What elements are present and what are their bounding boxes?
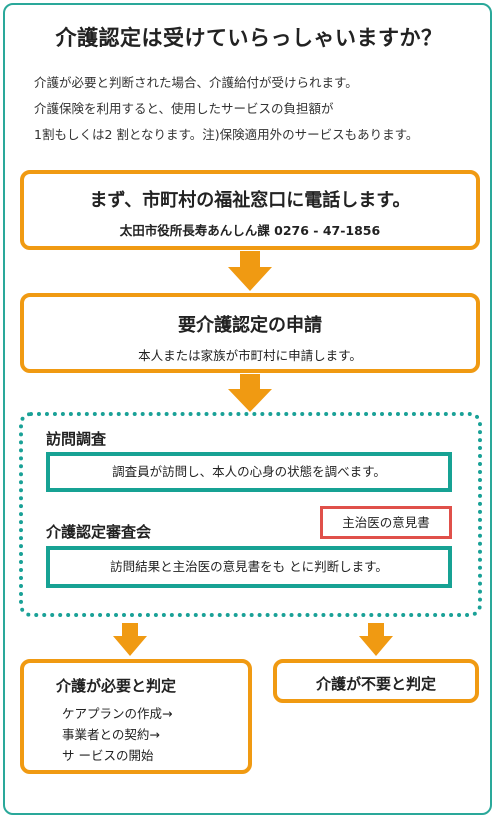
application-text: 本人または家族が市町村に申請します。 [138, 348, 362, 363]
application-heading: 要介護認定の申請 [178, 315, 322, 336]
intro-line: 介護保険を利用すると、使用したサービスの負担額が [34, 101, 334, 116]
call-office-heading: まず、市町村の福祉窓口に電話します。 [89, 190, 411, 211]
intro-line: 介護が必要と判断された場合、介護給付が受けられます。 [34, 75, 358, 90]
assessment-group [19, 412, 482, 617]
intro-text: 介護が必要と判断された場合、介護給付が受けられます。 介護保険を利用すると、使用… [34, 70, 484, 148]
review-text-box: 訪問結果と主治医の意見書をも とに判断します。 [46, 546, 452, 588]
visit-text-box: 調査員が訪問し、本人の心身の状態を調べます。 [46, 452, 452, 492]
visit-text: 調査員が訪問し、本人の心身の状態を調べます。 [112, 464, 386, 479]
down-arrow-icon [228, 374, 272, 412]
care-step: ケアプランの作成→ [62, 706, 173, 721]
down-arrow-icon [359, 623, 393, 656]
care-needed-box: 介護が必要と判定 ケアプランの作成→ 事業者との契約→ サ ービスの開始 [20, 659, 252, 774]
care-step: サ ービスの開始 [62, 748, 154, 763]
doctor-note-label: 主治医の意見書 [342, 515, 430, 530]
call-office-box: まず、市町村の福祉窓口に電話します。 太田市役所長寿あんしん課 0276 - 4… [20, 170, 480, 250]
visit-heading: 訪問調査 [46, 430, 107, 448]
down-arrow-icon [228, 251, 272, 291]
intro-line: 1割もしくは2 割となります。注)保険適用外のサービスもあります。 [34, 127, 419, 142]
care-not-needed-heading: 介護が不要と判定 [315, 675, 436, 693]
care-not-needed-box: 介護が不要と判定 [273, 659, 479, 703]
down-arrow-icon [113, 623, 147, 656]
care-needed-heading: 介護が必要と判定 [56, 677, 177, 695]
application-box: 要介護認定の申請 本人または家族が市町村に申請します。 [20, 293, 480, 373]
care-step: 事業者との契約→ [62, 727, 160, 742]
page-title: 介護認定は受けていらっしゃいますか？ [55, 26, 443, 50]
office-contact: 太田市役所長寿あんしん課 0276 - 47-1856 [119, 223, 381, 238]
review-text: 訪問結果と主治医の意見書をも とに判断します。 [110, 559, 388, 574]
review-heading: 介護認定審査会 [46, 523, 152, 541]
outer-frame [3, 3, 492, 815]
doctor-note-badge: 主治医の意見書 [320, 506, 452, 539]
